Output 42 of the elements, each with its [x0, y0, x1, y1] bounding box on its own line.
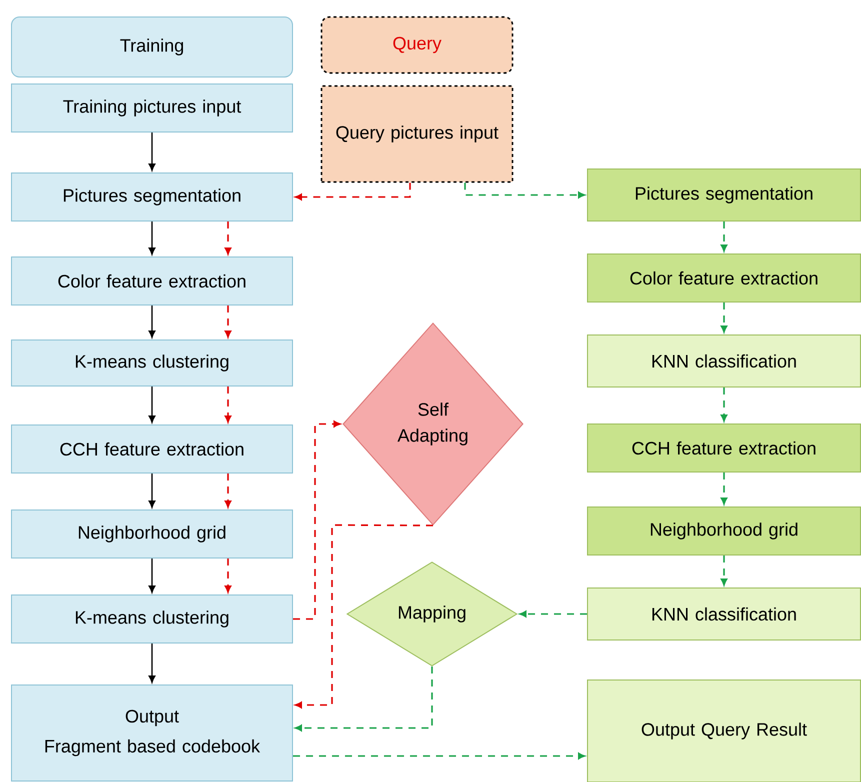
input-box: Query pictures input [320, 85, 514, 183]
process-box: CCH feature extraction [11, 424, 293, 474]
arrow [148, 386, 156, 423]
process-box: Neighborhood grid [11, 510, 293, 558]
process-box: CCH feature extraction [587, 424, 861, 472]
process-box: Color feature extraction [11, 256, 293, 306]
arrow [520, 610, 587, 618]
arrow [293, 752, 585, 760]
process-box: Output Query Result [587, 680, 861, 782]
arrow [720, 222, 728, 252]
arrow [148, 222, 156, 255]
process-box: Training pictures input [11, 84, 293, 132]
process-box: Output Fragment based codebook [11, 684, 293, 782]
arrow [224, 306, 232, 338]
arrow [224, 558, 232, 592]
process-box: K-means clustering [11, 340, 293, 386]
process-box: KNN classification [587, 334, 861, 388]
arrow [720, 472, 728, 504]
title-box: Query [320, 16, 514, 74]
arrow [464, 182, 585, 198]
arrow [224, 474, 232, 508]
arrow [148, 306, 156, 338]
title-box: Training [11, 16, 293, 78]
process-box: KNN classification [587, 588, 861, 640]
process-box: Pictures segmentation [587, 168, 861, 222]
arrow [148, 132, 156, 171]
arrow [148, 558, 156, 593]
process-box: Color feature extraction [587, 254, 861, 302]
arrow [148, 644, 156, 683]
arrow [720, 302, 728, 332]
arrow [224, 222, 232, 254]
process-box: Pictures segmentation [11, 172, 293, 222]
process-box: K-means clustering [11, 594, 293, 644]
arrow [720, 556, 728, 586]
arrow [295, 666, 433, 732]
arrow [295, 524, 433, 708]
arrow [295, 182, 411, 200]
arrow [148, 474, 156, 508]
arrow [720, 388, 728, 422]
arrow [224, 386, 232, 422]
process-box: Neighborhood grid [587, 506, 861, 556]
arrow [293, 420, 340, 620]
